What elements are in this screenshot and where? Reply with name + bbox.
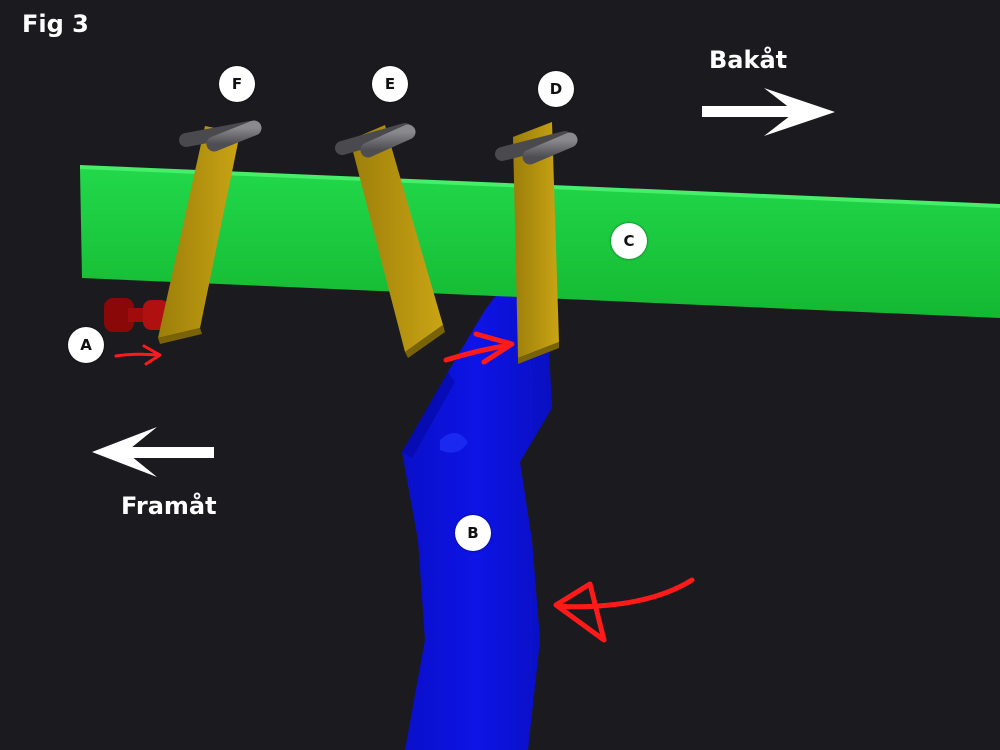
marker-d: D <box>538 71 574 107</box>
arm-b <box>402 270 552 750</box>
marker-c: C <box>611 223 647 259</box>
forward-arrow-icon <box>92 427 214 477</box>
marker-b: B <box>455 515 491 551</box>
lever-e <box>335 123 445 358</box>
forward-label: Framåt <box>121 492 217 520</box>
stopper-a <box>104 298 169 332</box>
lever-d <box>495 122 578 364</box>
marker-a: A <box>68 327 104 363</box>
lever-f <box>158 120 262 344</box>
backward-label: Bakåt <box>709 46 788 74</box>
annotation-arrow-b-icon <box>553 577 695 643</box>
marker-f: F <box>219 66 255 102</box>
figure-title: Fig 3 <box>22 10 89 38</box>
backward-arrow-icon <box>702 88 835 136</box>
marker-e: E <box>372 66 408 102</box>
annotation-arrow-a-icon <box>114 344 162 366</box>
annotation-arrow-d-icon <box>443 331 515 365</box>
